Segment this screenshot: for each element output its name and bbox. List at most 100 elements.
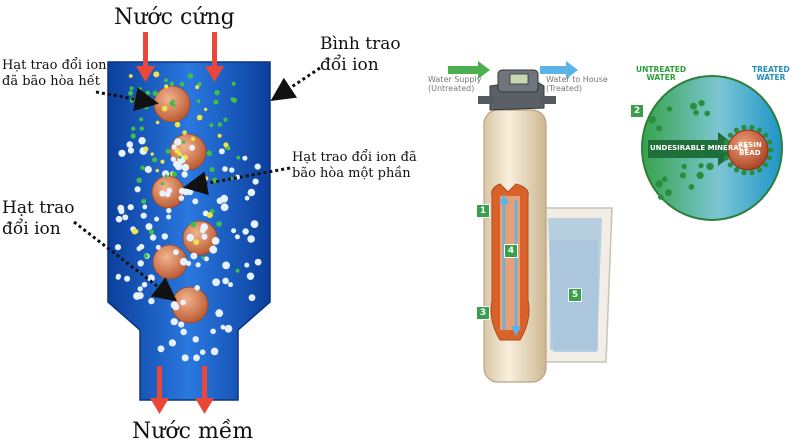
bound-mineral: [763, 132, 769, 138]
mineral-particle: [174, 148, 180, 154]
white-particle: [254, 258, 262, 266]
inset-mineral: [696, 171, 704, 179]
mineral-particle: [217, 133, 222, 138]
white-particle: [244, 262, 250, 268]
mineral-particle: [150, 152, 154, 156]
white-particle: [250, 220, 259, 229]
mineral-particle: [128, 74, 133, 78]
step-badge-5: 5: [568, 288, 582, 302]
white-particle: [215, 309, 224, 318]
mineral-particle: [152, 157, 158, 163]
mineral-particle: [182, 130, 187, 135]
mineral-particle: [223, 142, 229, 148]
white-particle: [173, 249, 179, 256]
mineral-particle: [231, 81, 236, 86]
bound-mineral: [756, 167, 763, 173]
mineral-particle: [160, 159, 165, 164]
mineral-particle: [143, 146, 149, 152]
pointer-arrows: [73, 66, 321, 302]
white-particle: [170, 156, 176, 162]
mineral-particle: [183, 155, 189, 160]
mineral-particle: [214, 90, 220, 96]
white-particle: [127, 204, 134, 211]
white-particle: [181, 354, 189, 362]
white-particle: [140, 212, 147, 219]
white-particle: [155, 244, 161, 250]
water-supply-label: Water Supply (Untreated): [428, 75, 482, 93]
exchange-inset: [641, 75, 783, 221]
mineral-particle: [209, 167, 215, 173]
white-particle: [254, 163, 261, 170]
white-particle: [247, 235, 255, 243]
mineral-particle: [128, 90, 134, 96]
white-particle: [170, 301, 179, 309]
mineral-particle: [134, 229, 139, 234]
white-particle: [142, 204, 148, 210]
inset-mineral: [704, 110, 710, 117]
white-particle: [181, 163, 190, 172]
white-particle: [164, 191, 171, 198]
mineral-particle: [160, 182, 164, 186]
white-particle: [166, 214, 172, 220]
mineral-particle: [182, 140, 186, 144]
white-particle: [199, 349, 206, 356]
mineral-particle: [206, 212, 213, 219]
mineral-particle: [153, 71, 160, 78]
white-particle: [114, 244, 122, 251]
bound-mineral: [767, 155, 773, 161]
inflow-arrows: [136, 32, 224, 82]
white-particle: [212, 278, 221, 287]
bound-mineral: [767, 139, 773, 145]
mineral-particle: [179, 81, 185, 87]
inset-mineral: [693, 109, 699, 116]
mineral-particle: [197, 81, 202, 87]
bound-mineral: [733, 167, 740, 173]
bound-mineral: [727, 162, 734, 168]
mineral-particle: [139, 126, 144, 131]
bound-mineral: [741, 124, 747, 130]
inset-mineral: [681, 163, 687, 170]
inset-minerals: [648, 100, 774, 200]
bound-mineral: [727, 132, 734, 138]
white-particle: [220, 324, 226, 330]
mineral-particle: [144, 105, 149, 110]
white-particle: [210, 347, 219, 356]
white-particle: [229, 167, 235, 173]
mineral-particle: [130, 133, 136, 139]
big-resin-bead: [727, 129, 769, 171]
mineral-particle: [129, 86, 134, 91]
white-particle: [157, 345, 165, 353]
white-particle: [190, 252, 198, 260]
mineral-particle: [164, 174, 168, 178]
undesirable-minerals-label: UNDESIRABLE MINERALS: [650, 144, 749, 152]
mineral-particle: [139, 117, 144, 122]
mineral-particle: [195, 85, 200, 90]
white-particle: [134, 186, 141, 193]
mineral-particle: [131, 126, 136, 131]
mineral-particle: [187, 73, 194, 79]
white-particle: [161, 233, 168, 240]
inset-mineral: [688, 184, 695, 190]
white-particle: [171, 144, 177, 150]
soft-water-label: Nước mềm: [132, 419, 254, 444]
mineral-particle: [193, 239, 200, 246]
bound-mineral: [749, 170, 755, 176]
mineral-particle: [223, 117, 228, 122]
white-particle: [242, 228, 249, 235]
mineral-particle: [155, 168, 159, 173]
resin-bead-label: RESIN BEAD: [738, 141, 762, 157]
white-particle: [186, 233, 195, 242]
tank-label: Bình trao đổi ion: [320, 34, 401, 76]
inset-mineral: [679, 172, 686, 179]
mineral-particle: [141, 198, 147, 204]
white-particle: [220, 203, 229, 212]
bound-mineral: [768, 147, 774, 153]
inset-mineral: [656, 125, 663, 132]
mineral-particle: [231, 97, 237, 103]
white-particle: [242, 155, 248, 161]
white-particle: [166, 207, 172, 214]
bound-mineral: [763, 162, 769, 168]
bound-mineral: [756, 127, 763, 133]
mineral-particle: [143, 253, 149, 259]
